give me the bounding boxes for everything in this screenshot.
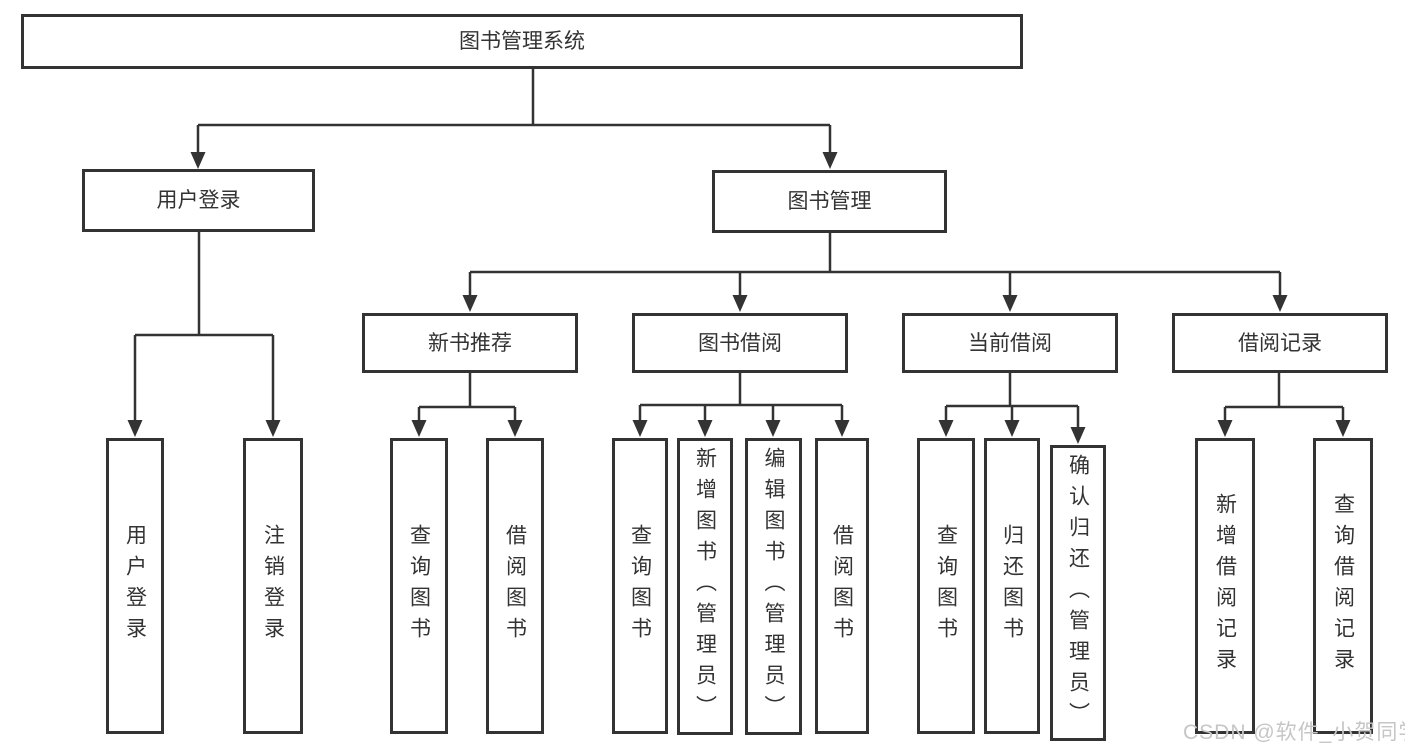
leaf-logout: 注销登录 xyxy=(243,438,303,734)
leaf-query-book-1: 查询图书 xyxy=(390,438,448,734)
leaf-add-borrow-record: 新增借阅记录 xyxy=(1195,438,1255,734)
leaf-query-borrow-record: 查询借阅记录 xyxy=(1313,438,1373,734)
leaf-borrow-book-2: 借阅图书 xyxy=(815,438,869,734)
leaf-query-book-3: 查询图书 xyxy=(917,438,975,734)
leaf-confirm-return-admin: 确认归还（管理员） xyxy=(1050,445,1106,741)
node-book-borrow: 图书借阅 xyxy=(632,313,848,373)
node-book-management: 图书管理 xyxy=(712,170,947,233)
leaf-add-book-admin: 新增图书（管理员） xyxy=(677,438,733,735)
leaf-borrow-book-1: 借阅图书 xyxy=(486,438,544,734)
arrowheads xyxy=(127,152,1351,444)
node-new-book-recommend: 新书推荐 xyxy=(362,313,578,373)
leaf-return-book: 归还图书 xyxy=(984,438,1040,734)
leaf-query-book-2: 查询图书 xyxy=(612,438,668,734)
node-user-login: 用户登录 xyxy=(82,169,315,232)
csdn-watermark: CSDN @软件_小贺同学 xyxy=(1183,721,1405,744)
leaf-user-login: 用户登录 xyxy=(106,438,164,734)
node-root: 图书管理系统 xyxy=(21,14,1023,69)
node-borrow-records: 借阅记录 xyxy=(1172,313,1388,373)
node-current-borrow: 当前借阅 xyxy=(902,313,1118,373)
leaf-edit-book-admin: 编辑图书（管理员） xyxy=(745,438,802,735)
